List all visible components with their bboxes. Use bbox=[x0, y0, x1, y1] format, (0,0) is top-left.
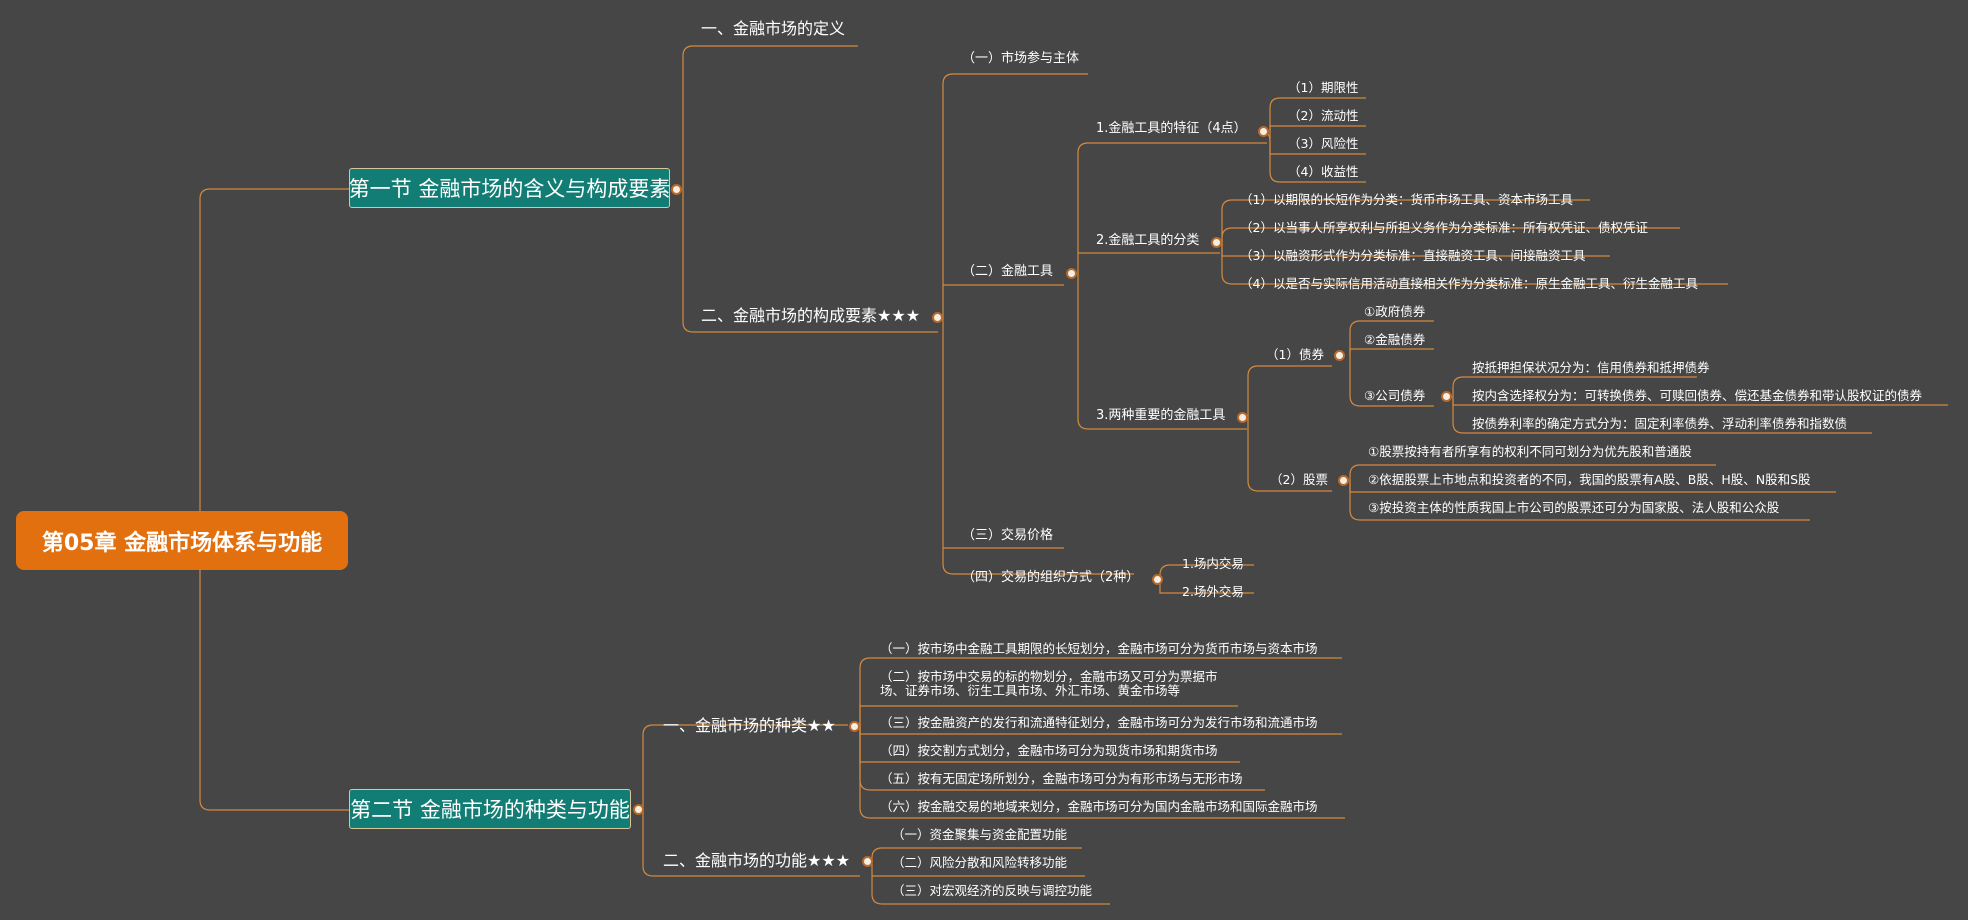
topic-market-elements[interactable]: 二、金融市场的构成要素★★★ bbox=[701, 306, 921, 325]
collapse-toggle-elements[interactable] bbox=[932, 312, 943, 323]
link-s2-funcs bbox=[642, 742, 860, 877]
classification-item[interactable]: （1）以期限的长短作为分类：货币市场工具、资本市场工具 bbox=[1240, 192, 1573, 207]
link-feature-1 bbox=[1269, 97, 1366, 142]
link-s1-elem bbox=[682, 56, 938, 333]
link-bond-corp bbox=[1349, 355, 1434, 407]
link-class-4 bbox=[1221, 242, 1728, 285]
collapse-toggle-s2[interactable] bbox=[633, 804, 644, 815]
market-type-item[interactable]: （四）按交割方式划分，金融市场可分为现货市场和期货市场 bbox=[880, 743, 1218, 758]
topic-market-definition[interactable]: 一、金融市场的定义 bbox=[701, 19, 846, 38]
market-type-item[interactable]: （二）按市场中交易的标的物划分，金融市场又可分为票据市场、证券市场、衍生工具市场… bbox=[880, 669, 1218, 699]
topic-participants[interactable]: （一）市场参与主体 bbox=[962, 51, 1080, 66]
link-bond-fin bbox=[1349, 348, 1434, 355]
link-stock-1 bbox=[1349, 464, 1716, 480]
bond-corporate[interactable]: ③公司债券 bbox=[1364, 388, 1426, 403]
market-function-item[interactable]: （一）资金聚集与资金配置功能 bbox=[892, 827, 1068, 842]
link-type-2 bbox=[859, 705, 1238, 724]
collapse-toggle-important[interactable] bbox=[1237, 412, 1248, 423]
corporate-bond-item[interactable]: 按债券利率的确定方式分为：固定利率债券、浮动利率债券和指数债 bbox=[1472, 416, 1848, 431]
link-func-3 bbox=[871, 876, 1110, 905]
collapse-toggle-corporate-bond[interactable] bbox=[1441, 391, 1452, 402]
market-type-item[interactable]: （五）按有无固定场所划分，金融市场可分为有形市场与无形市场 bbox=[880, 771, 1243, 786]
org-item[interactable]: 2.场外交易 bbox=[1182, 584, 1244, 599]
feature-item[interactable]: （4）收益性 bbox=[1288, 164, 1359, 179]
classification-item[interactable]: （4）以是否与实际信用活动直接相关作为分类标准：原生金融工具、衍生金融工具 bbox=[1240, 276, 1698, 291]
link-stock-3 bbox=[1349, 480, 1810, 521]
market-function-item[interactable]: （二）风险分散和风险转移功能 bbox=[892, 855, 1068, 870]
topic-stock[interactable]: （2）股票 bbox=[1270, 472, 1328, 487]
stock-item[interactable]: ②依据股票上市地点和投资者的不同，我国的股票有A股、B股、H股、N股和S股 bbox=[1368, 472, 1811, 487]
link-type-1 bbox=[859, 657, 1342, 724]
collapse-toggle-classification[interactable] bbox=[1211, 237, 1222, 248]
link-important-bond bbox=[1247, 365, 1332, 419]
market-type-item[interactable]: （三）按金融资产的发行和流通特征划分，金融市场可分为发行市场和流通市场 bbox=[880, 715, 1318, 730]
bond-financial[interactable]: ②金融债券 bbox=[1364, 332, 1426, 347]
stock-item[interactable]: ③按投资主体的性质我国上市公司的股票还可分为国家股、法人股和公众股 bbox=[1368, 500, 1780, 515]
corporate-bond-item[interactable]: 按抵押担保状况分为：信用债券和抵押债券 bbox=[1472, 360, 1710, 375]
link-s1-def bbox=[682, 45, 858, 57]
link-root-s2 bbox=[199, 570, 350, 811]
topic-financial-tools[interactable]: （二）金融工具 bbox=[962, 264, 1054, 279]
feature-item[interactable]: （3）风险性 bbox=[1288, 136, 1359, 151]
topic-price[interactable]: （三）交易价格 bbox=[962, 528, 1054, 543]
link-class-1 bbox=[1221, 199, 1590, 242]
corporate-bond-item[interactable]: 按内含选择权分为：可转换债券、可赎回债券、偿还基金债券和带认股权证的债券 bbox=[1472, 388, 1923, 403]
market-type-item[interactable]: （六）按金融交易的地域来划分，金融市场可分为国内金融市场和国际金融市场 bbox=[880, 799, 1318, 814]
link-elem-participants bbox=[942, 73, 1088, 85]
market-type-item[interactable]: （一）按市场中金融工具期限的长短划分，金融市场可分为货币市场与资本市场 bbox=[880, 641, 1318, 656]
link-elem-tail bbox=[942, 84, 1134, 575]
link-bond-gov bbox=[1349, 320, 1434, 355]
collapse-toggle-bond[interactable] bbox=[1334, 350, 1345, 361]
link-root-s1 bbox=[199, 188, 350, 511]
collapse-toggle-functions[interactable] bbox=[862, 856, 873, 867]
collapse-toggle-org[interactable] bbox=[1152, 574, 1163, 585]
bond-government[interactable]: ①政府债券 bbox=[1364, 304, 1426, 319]
feature-item[interactable]: （2）流动性 bbox=[1288, 108, 1359, 123]
section-2-topic[interactable]: 第二节 金融市场的种类与功能 bbox=[349, 789, 631, 829]
link-s2-types bbox=[642, 724, 848, 742]
link-tools-features bbox=[1077, 142, 1267, 154]
section-1-topic[interactable]: 第一节 金融市场的含义与构成要素 bbox=[349, 168, 670, 208]
collapse-toggle-types[interactable] bbox=[849, 721, 860, 732]
feature-item[interactable]: （1）期限性 bbox=[1288, 80, 1359, 95]
collapse-toggle-s1[interactable] bbox=[671, 184, 682, 195]
link-tools-important bbox=[1077, 153, 1247, 430]
topic-market-types[interactable]: 一、金融市场的种类★★ bbox=[663, 716, 836, 735]
topic-bond[interactable]: （1）债券 bbox=[1266, 347, 1324, 362]
topic-market-functions[interactable]: 二、金融市场的功能★★★ bbox=[663, 851, 851, 870]
topic-trade-organization[interactable]: （四）交易的组织方式（2种） bbox=[962, 570, 1140, 585]
org-item[interactable]: 1.场内交易 bbox=[1182, 556, 1244, 571]
link-class-2 bbox=[1221, 227, 1680, 242]
collapse-toggle-stock[interactable] bbox=[1338, 475, 1349, 486]
link-feature-2 bbox=[1269, 125, 1366, 132]
link-corp-1 bbox=[1452, 376, 1697, 396]
classification-item[interactable]: （3）以融资形式作为分类标准：直接融资工具、间接融资工具 bbox=[1240, 248, 1586, 263]
topic-important-tools[interactable]: 3.两种重要的金融工具 bbox=[1096, 408, 1226, 423]
collapse-toggle-features[interactable] bbox=[1258, 126, 1269, 137]
central-topic[interactable]: 第05章 金融市场体系与功能 bbox=[16, 511, 348, 570]
stock-item[interactable]: ①股票按持有者所享有的权利不同可划分为优先股和普通股 bbox=[1368, 444, 1692, 459]
classification-item[interactable]: （2）以当事人所享权利与所担义务作为分类标准：所有权凭证、债权凭证 bbox=[1240, 220, 1648, 235]
topic-tool-classification[interactable]: 2.金融工具的分类 bbox=[1096, 233, 1200, 248]
link-important-stock bbox=[1247, 419, 1332, 492]
topic-tool-features[interactable]: 1.金融工具的特征（4点） bbox=[1096, 121, 1247, 136]
collapse-toggle-tools[interactable] bbox=[1066, 268, 1077, 279]
link-type-6 bbox=[859, 724, 1345, 819]
link-corp-3 bbox=[1452, 396, 1872, 434]
market-function-item[interactable]: （三）对宏观经济的反映与调控功能 bbox=[892, 883, 1093, 898]
link-feature-4 bbox=[1269, 142, 1366, 183]
